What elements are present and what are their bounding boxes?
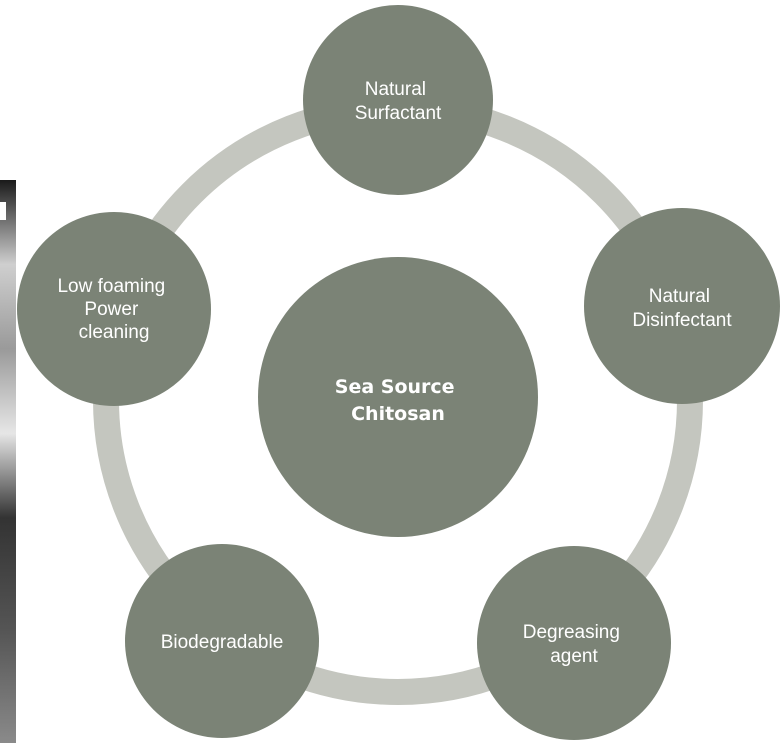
node-biodegradable: Biodegradable — [125, 544, 319, 738]
node-label: Natural Surfactant — [355, 79, 442, 124]
node-label-line: Biodegradable — [161, 632, 284, 653]
node-circle — [303, 5, 493, 195]
node-label: Natural Disinfectant — [632, 286, 732, 331]
node-label: Degreasing agent — [523, 622, 625, 667]
node-degreasing-agent: Degreasing agent — [477, 546, 671, 740]
side-photo — [0, 180, 16, 743]
center-label-line-2: Chitosan — [351, 403, 445, 425]
node-circle — [477, 546, 671, 740]
node-circle — [584, 208, 780, 404]
node-label-line: cleaning — [79, 322, 150, 343]
node-label-line: Natural — [365, 79, 426, 100]
node-label-line: Power — [84, 299, 139, 320]
node-natural-surfactant: Natural Surfactant — [303, 5, 493, 195]
center-label: Sea Source Chitosan — [335, 376, 461, 425]
node-label-line: Natural — [649, 286, 710, 307]
node-label-line: Disinfectant — [632, 310, 732, 331]
node-label-line: Low foaming — [57, 276, 165, 297]
node-label-line: Degreasing — [523, 622, 620, 643]
node-natural-disinfectant: Natural Disinfectant — [584, 208, 780, 404]
center-node: Sea Source Chitosan — [258, 257, 538, 537]
node-label: Biodegradable — [161, 632, 284, 653]
center-circle — [258, 257, 538, 537]
node-label: Low foaming Power cleaning — [57, 276, 170, 343]
node-circle — [125, 544, 319, 738]
node-label-line: agent — [550, 646, 598, 667]
node-circle — [17, 212, 211, 406]
node-label-line: Surfactant — [355, 103, 442, 124]
center-label-line-1: Sea Source — [335, 376, 455, 398]
node-low-foaming-power-cleaning: Low foaming Power cleaning — [17, 212, 211, 406]
